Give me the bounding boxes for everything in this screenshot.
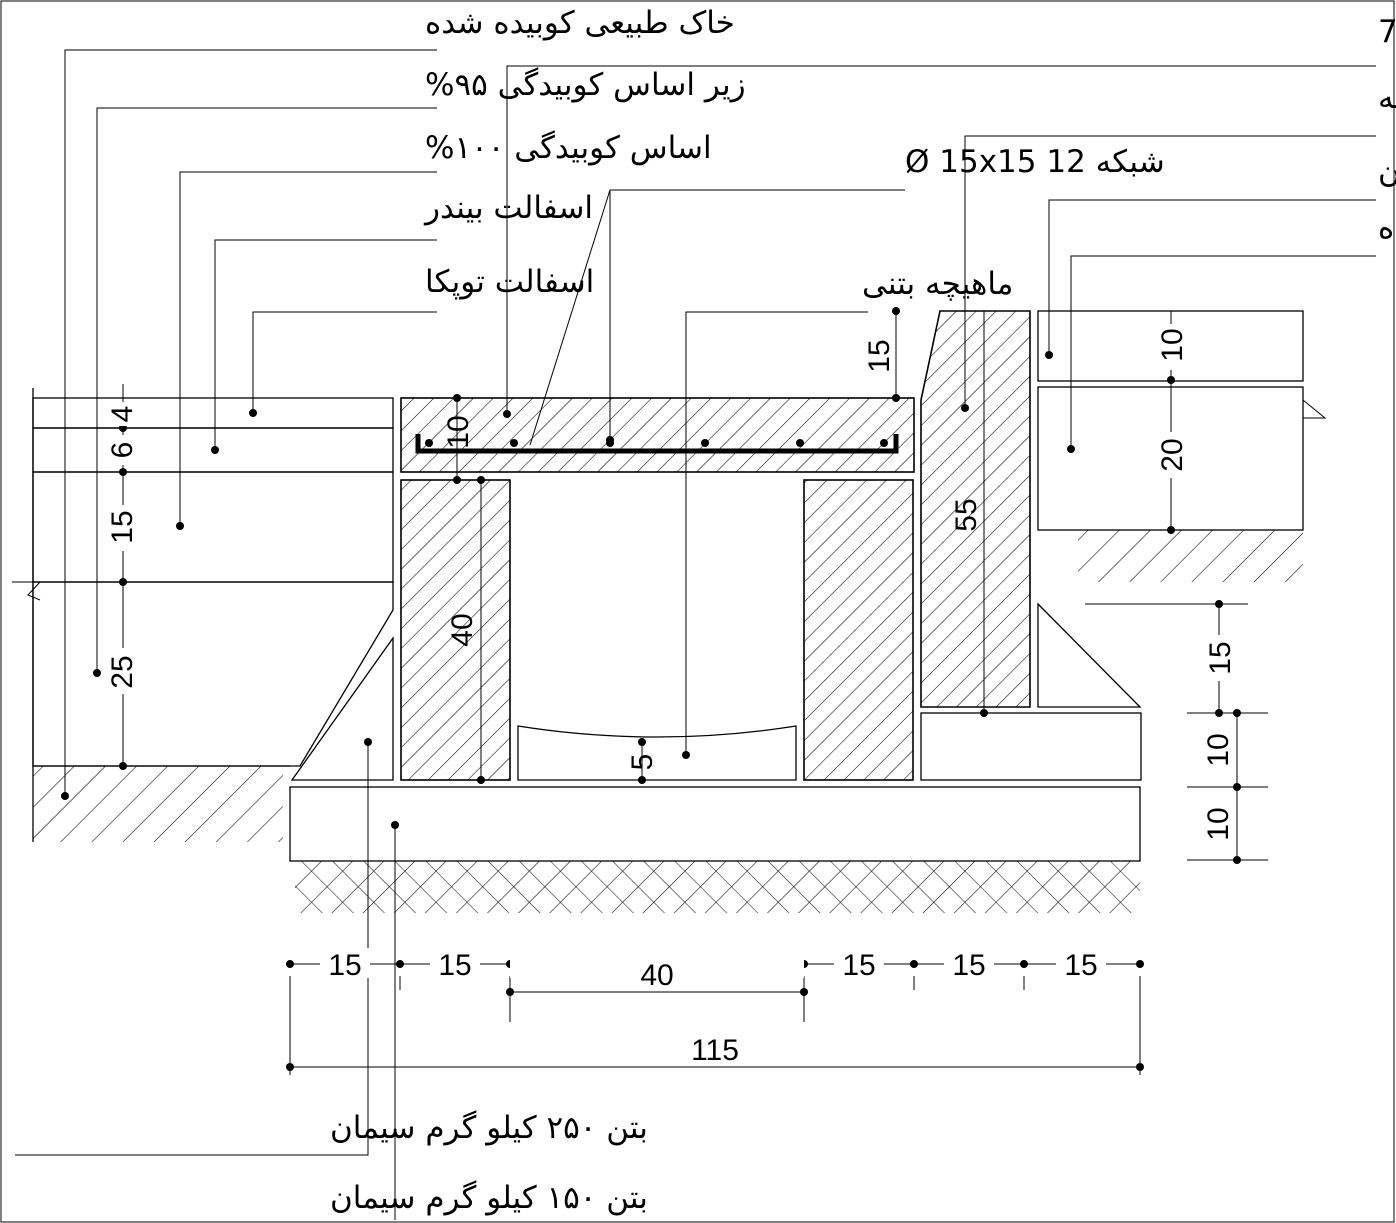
annotation-labels: خاک طبیعی کوبیده شده زیر اساس کوبیدگی ۹۵… [330,5,1396,1216]
base-layer [32,471,394,583]
leader-lines [15,49,1376,1220]
label-concrete-150-bottom: بتن ۱۵۰ کیلو گرم سیمان [330,1180,648,1216]
label-concrete-250-right: بتن ۲۵۰ کیلو گرم سیمان [1378,154,1396,190]
dim-right-10b: 10 [1202,807,1235,840]
label-curb: جدول بتنی پیش ساخته [1378,80,1396,116]
dimension-lines [116,307,1268,1075]
label-mesh: شبکه 12 Ø 15x15 [905,144,1165,180]
dim-bottom-15b: 15 [438,949,471,982]
dim-bottom-15c: 15 [842,949,875,982]
dim-cover-15: 15 [863,339,896,372]
dim-curb-55: 55 [950,498,983,531]
rebar-dots [425,439,888,447]
concrete-wedge-right [1037,602,1142,708]
break-symbol-left [12,581,42,601]
label-concrete-fillet: ماهیچه بتنی [862,266,1013,302]
dim-layer-15: 15 [106,510,139,543]
dim-layer-6: 6 [106,442,139,459]
precast-curb [920,310,1031,708]
dim-layer-25: 25 [106,655,139,688]
concrete-fillet [517,725,797,781]
label-base: اساس کوبیدگی ۱۰۰% [425,130,712,166]
right-wall [803,479,914,781]
dim-block-10: 10 [1156,328,1189,361]
label-concrete-250-bottom: بتن ۲۵۰ کیلو گرم سیمان [330,1110,648,1146]
base-slab [289,786,1141,862]
dim-fillet-5: 5 [626,754,659,771]
rebar-mesh [415,434,899,454]
curb-area [920,310,1327,781]
natural-soil-left [33,766,283,842]
topeka-asphalt-layer [32,397,394,429]
dim-bottom-total: 115 [691,1034,739,1067]
dim-bottom-15a: 15 [328,949,361,982]
subbase-layer [32,581,394,767]
dim-bottom-40: 40 [640,959,673,992]
dim-right-10a: 10 [1202,733,1235,766]
label-cover: درپوش بتنی مسلح (پیش ساخته) به ابعاد 70x… [1378,14,1396,50]
label-subbase: زیر اساس کوبیدگی ۹۵% [425,67,746,103]
label-topeka: اسفالت توپکا [425,264,594,300]
break-symbol-right [1302,399,1327,440]
dim-block-20: 20 [1156,438,1189,471]
natural-soil-right [1078,530,1303,582]
channel [289,397,1141,913]
label-natural-soil: خاک طبیعی کوبیده شده [425,5,735,41]
dim-right-15: 15 [1204,641,1237,674]
dim-wall-40: 40 [446,613,479,646]
pavement-layers [12,388,394,842]
dim-bottom-15d: 15 [952,949,985,982]
dim-bottom-15e: 15 [1064,949,1097,982]
curb-foundation-concrete [920,712,1142,781]
precast-cover-slab [400,397,915,473]
dim-layer-4: 4 [106,406,139,423]
dim-cover-10: 10 [442,415,475,448]
label-mixed-soil: خاک مخلوط کوبیده شده [1378,210,1396,246]
soil-under-base-l [295,861,1140,913]
dimension-texts: 4 6 15 25 10 15 40 5 55 10 20 15 10 10 1… [106,324,1237,1067]
concrete-wedge-left [290,635,394,781]
label-binder: اسفالت بیندر [423,190,593,226]
